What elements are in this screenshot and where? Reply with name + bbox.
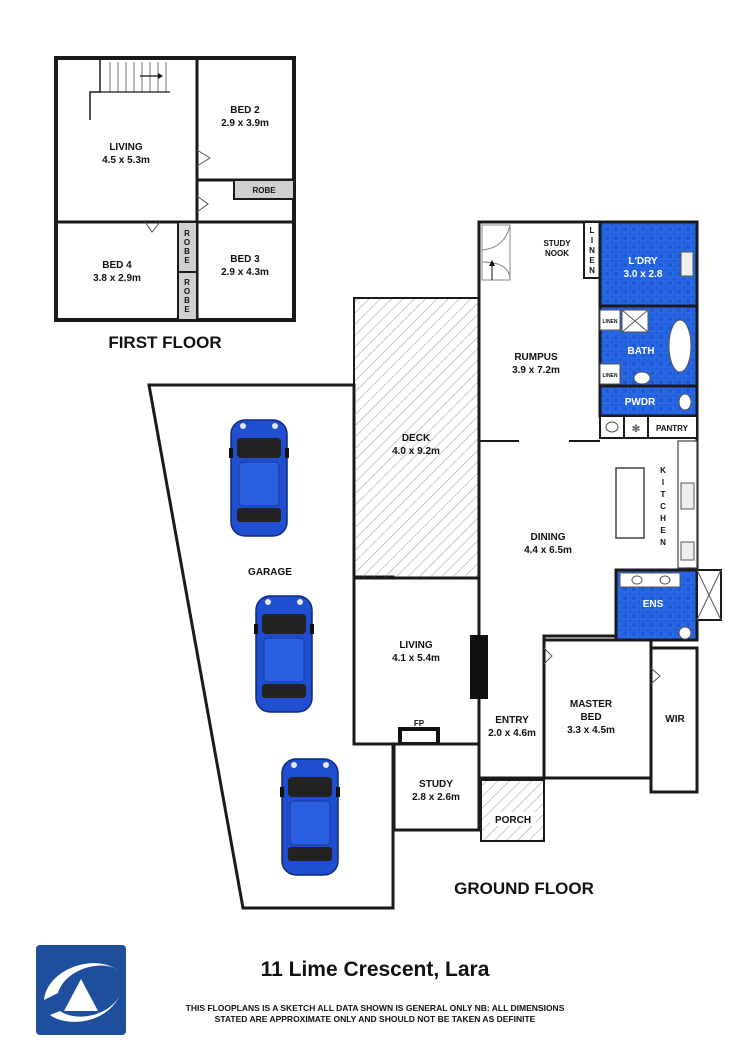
disclaimer-line-2: STATED ARE APPROXIMATE ONLY AND SHOULD N…: [214, 1014, 536, 1024]
dining-dims: 4.4 x 6.5m: [524, 545, 572, 556]
study-dims: 2.8 x 2.6m: [412, 792, 460, 803]
svg-text:K: K: [660, 466, 666, 475]
svg-text:E: E: [184, 256, 190, 265]
entry-label: ENTRY: [495, 715, 529, 726]
bed4-dims: 3.8 x 2.9m: [93, 273, 141, 284]
powder-area: [598, 384, 699, 418]
robe-vertical-2: R O B E: [184, 278, 190, 314]
bath-label: BATH: [627, 346, 654, 357]
kitchen-island: [615, 467, 645, 539]
ground-floor-title: GROUND FLOOR: [454, 879, 594, 898]
exhaust-fan-icon: ✻: [632, 424, 640, 435]
svg-text:L: L: [590, 226, 595, 235]
svg-text:E: E: [184, 305, 190, 314]
living-dims: 4.1 x 5.4m: [392, 653, 440, 664]
svg-text:H: H: [660, 514, 666, 523]
svg-text:O: O: [184, 287, 190, 296]
master-label-2: BED: [580, 712, 601, 723]
car-icon: [279, 758, 341, 876]
entry-dims: 2.0 x 4.6m: [488, 728, 536, 739]
dining-label: DINING: [531, 532, 566, 543]
robe-vertical-1: R O B E: [184, 229, 190, 265]
svg-text:N: N: [660, 538, 666, 547]
svg-text:B: B: [184, 247, 190, 256]
master-label-1: MASTER: [570, 699, 613, 710]
deck-area: [353, 297, 480, 579]
deck-label: DECK: [402, 433, 431, 444]
svg-text:N: N: [589, 246, 595, 255]
stairs-icon: [89, 58, 170, 120]
ff-living-label: LIVING: [109, 142, 143, 153]
master-dims: 3.3 x 4.5m: [567, 725, 615, 736]
property-address: 11 Lime Crescent, Lara: [260, 958, 490, 981]
svg-text:I: I: [662, 478, 664, 487]
rumpus-label: RUMPUS: [514, 352, 558, 363]
door-icon: [196, 149, 211, 167]
svg-text:E: E: [660, 526, 666, 535]
svg-text:E: E: [589, 256, 595, 265]
laundry-dims: 3.0 x 2.8: [624, 269, 663, 280]
disclaimer-line-1: THIS FLOOPLANS IS A SKETCH ALL DATA SHOW…: [185, 1003, 565, 1013]
car-icon: [253, 595, 315, 713]
svg-text:R: R: [184, 278, 190, 287]
first-floor: LIVING 4.5 x 5.3m BED 2 2.9 x 3.9m ROBE …: [54, 56, 296, 352]
linen-vertical: L I N E N: [589, 226, 595, 275]
fireplace-wall: [470, 635, 488, 699]
fp-label: FP: [414, 719, 425, 728]
car-icon: [228, 419, 290, 537]
linen-small-2: LINEN: [603, 373, 618, 379]
stairs-icon: [481, 224, 511, 281]
study-nook-label-2: NOOK: [545, 249, 569, 258]
bed3-label: BED 3: [230, 254, 260, 265]
svg-text:I: I: [591, 236, 593, 245]
bed2-dims: 2.9 x 3.9m: [221, 118, 269, 129]
first-floor-title: FIRST FLOOR: [108, 333, 221, 352]
robe-top-label: ROBE: [252, 186, 276, 195]
bed3-dims: 2.9 x 4.3m: [221, 267, 269, 278]
deck-dims: 4.0 x 9.2m: [392, 446, 440, 457]
logo-icon: [36, 945, 126, 1035]
svg-text:T: T: [661, 490, 666, 499]
bed4-label: BED 4: [102, 260, 132, 271]
svg-text:R: R: [184, 229, 190, 238]
garage-label: GARAGE: [248, 567, 292, 578]
svg-text:B: B: [184, 296, 190, 305]
bed2-label: BED 2: [230, 105, 260, 116]
disclaimer: THIS FLOOPLANS IS A SKETCH ALL DATA SHOW…: [150, 1003, 600, 1025]
laundry-label: L'DRY: [628, 256, 658, 267]
living-label: LIVING: [399, 640, 433, 651]
linen-small-1: LINEN: [603, 319, 618, 325]
porch-area: [480, 779, 545, 842]
ff-living-dims: 4.5 x 5.3m: [102, 155, 150, 166]
ens-label: ENS: [643, 599, 664, 610]
pantry-label: PANTRY: [656, 424, 689, 433]
svg-text:O: O: [184, 238, 190, 247]
svg-text:N: N: [589, 266, 595, 275]
svg-text:C: C: [660, 502, 666, 511]
pwdr-label: PWDR: [625, 397, 656, 408]
ground-floor: GARAGE DECK 4.0 x 9.2m STUDY NOOK L I N …: [147, 220, 722, 910]
rumpus-dims: 3.9 x 7.2m: [512, 365, 560, 376]
kitchen-vertical: K I T C H E N: [660, 466, 666, 547]
wir-label: WIR: [665, 714, 685, 725]
porch-label: PORCH: [495, 815, 531, 826]
study-label: STUDY: [419, 779, 453, 790]
study-nook-label-1: STUDY: [543, 239, 571, 248]
